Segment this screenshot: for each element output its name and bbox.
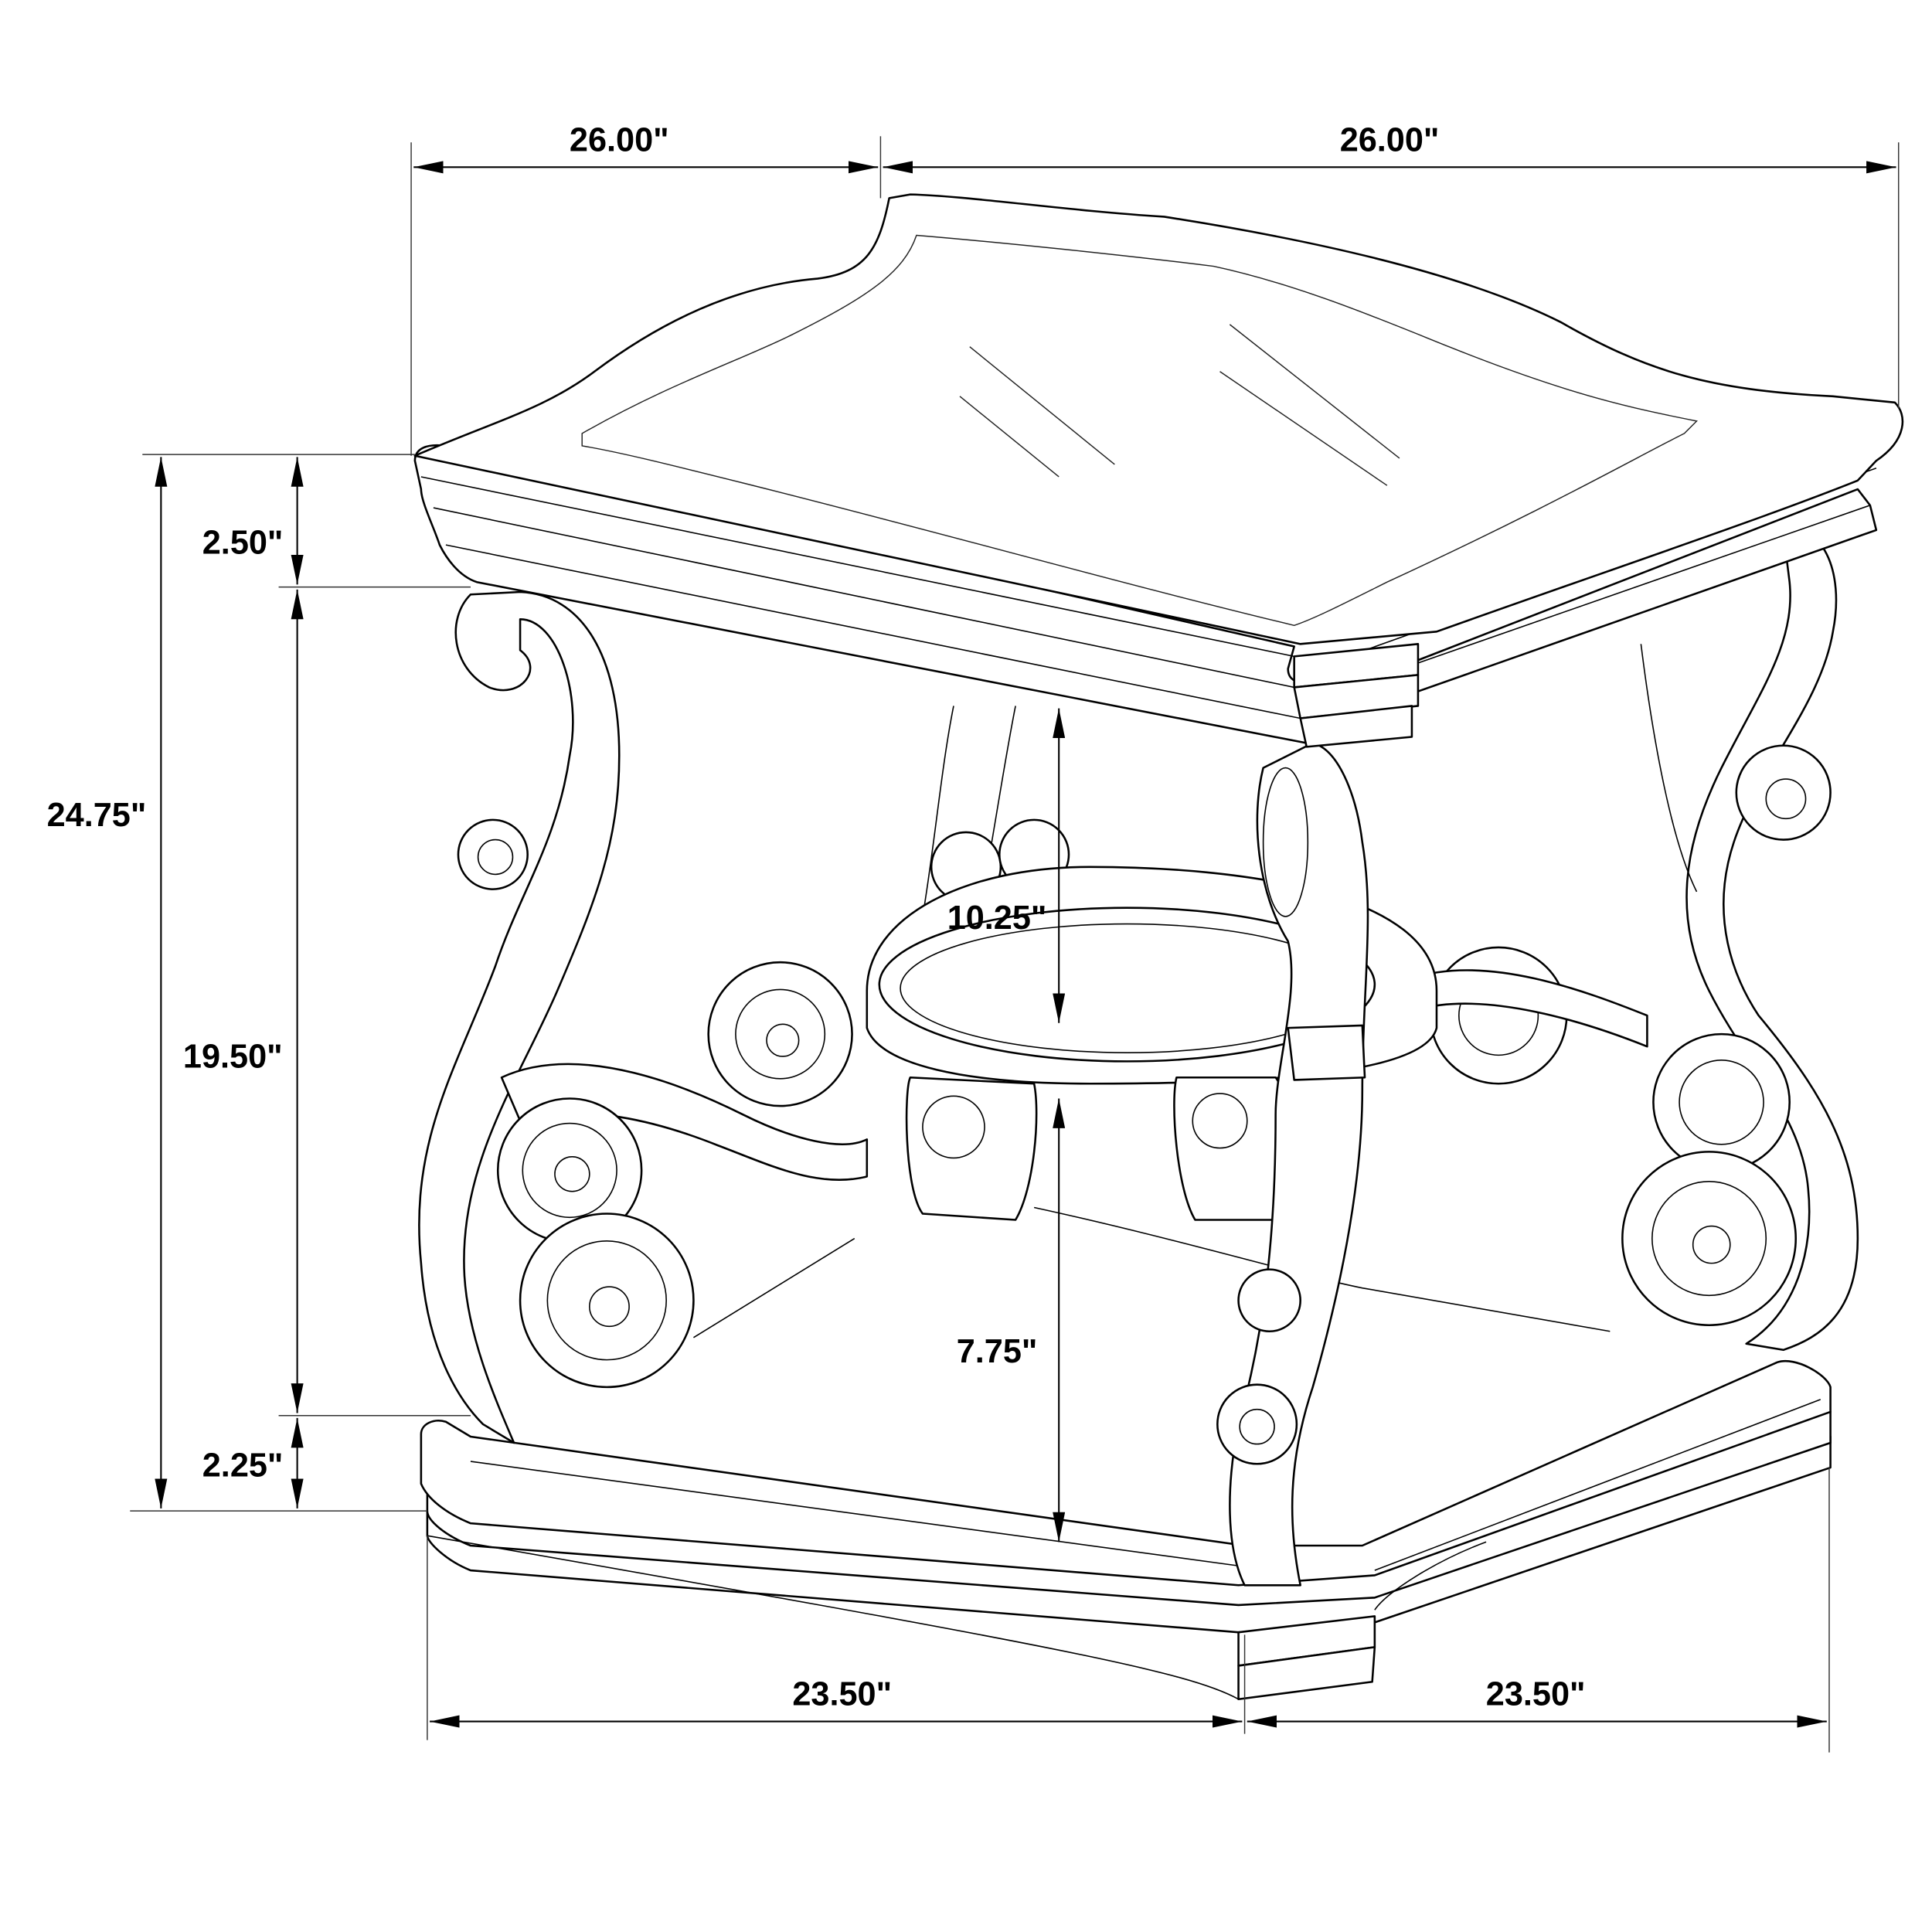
- base-width-left-label: 23.50": [792, 1676, 892, 1713]
- overall-height-label: 24.75": [47, 797, 147, 834]
- table-illustration: [413, 193, 1904, 1700]
- top-width-left-label: 26.00": [570, 122, 669, 159]
- front-center-leg: [1216, 742, 1369, 1587]
- right-leg: [1410, 529, 1859, 1352]
- top-width-right-label: 26.00": [1340, 122, 1440, 159]
- base-thickness-label: 2.25": [202, 1447, 284, 1484]
- lower-clearance-label: 7.75": [957, 1333, 1038, 1370]
- base-width-right-label: 23.50": [1486, 1676, 1586, 1713]
- leg-height-label: 19.50": [183, 1038, 283, 1075]
- dimension-annotations: [130, 136, 1900, 1753]
- table-top: [413, 193, 1904, 748]
- table-base: [420, 1360, 1832, 1700]
- upper-clearance-label: 10.25": [947, 900, 1047, 937]
- glass-inset: [581, 234, 1698, 627]
- back-leg-right: [1640, 644, 1698, 893]
- top-thickness-label: 2.50": [202, 524, 284, 561]
- left-leg: [418, 590, 869, 1444]
- lower-shelf-edge: [693, 1206, 1611, 1338]
